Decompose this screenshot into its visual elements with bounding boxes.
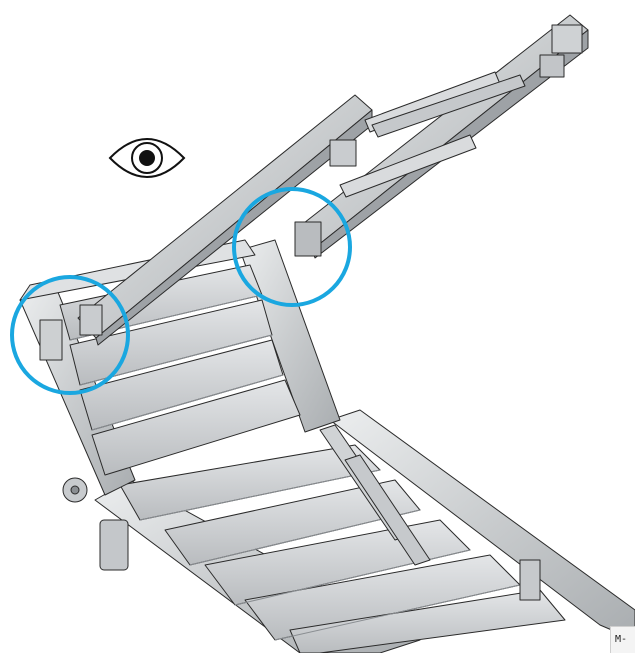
highlight-circle-left <box>10 275 130 395</box>
lifting-handle-frame <box>39 14 589 361</box>
highlight-circle-right <box>232 187 352 307</box>
lower-stair-section <box>62 409 635 653</box>
eye-icon <box>108 138 186 178</box>
reference-label: M- <box>610 626 635 653</box>
